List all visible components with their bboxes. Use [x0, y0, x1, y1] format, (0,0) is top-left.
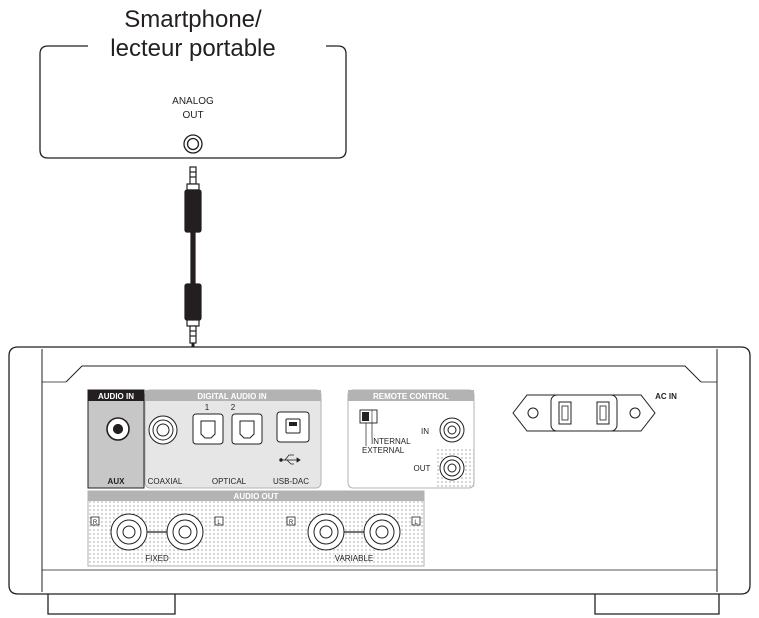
ac-in-label: AC IN: [655, 392, 677, 401]
analog-out-label-line1: ANALOG: [172, 96, 214, 107]
usb-icon: [279, 454, 301, 465]
fixed-l-marker: L: [217, 520, 221, 526]
optical-label: OPTICAL: [212, 477, 247, 486]
remote-in-jack[interactable]: [439, 417, 465, 443]
fixed-r-marker: R: [93, 520, 98, 526]
remote-out-jack[interactable]: [439, 455, 465, 481]
switch-external-label: EXTERNAL: [362, 446, 405, 455]
cable-upper: [190, 231, 196, 285]
optical-2-jack[interactable]: [231, 413, 263, 445]
variable-l-jack[interactable]: [363, 513, 401, 551]
ac-inlet[interactable]: [512, 394, 656, 432]
left-foot: [47, 594, 176, 615]
right-foot: [594, 594, 720, 615]
remote-control-group: REMOTE CONTROL INTERNAL EXTERNAL IN OUT: [347, 389, 475, 489]
remote-out-label: OUT: [414, 464, 431, 473]
coaxial-label: COAXIAL: [148, 477, 183, 486]
source-device-title-line1: Smartphone/: [124, 6, 262, 33]
audio-in-header: AUDIO IN: [98, 392, 134, 401]
source-device: Smartphone/ lecteur portable ANALOG OUT: [39, 6, 347, 159]
usb-dac-port[interactable]: [276, 411, 310, 443]
variable-r-marker: R: [289, 520, 294, 526]
audio-out-group: AUDIO OUT R L FIXED R: [87, 490, 425, 567]
panel-face: [65, 365, 702, 383]
audio-in-group: AUDIO IN AUX: [87, 389, 145, 489]
variable-r-jack[interactable]: [307, 513, 345, 551]
rear-panel: DIGITAL AUDIO IN COAXIAL 1 2 OPTICAL: [8, 346, 751, 615]
fixed-label: FIXED: [145, 554, 169, 563]
coaxial-jack[interactable]: [148, 415, 178, 445]
aux-plug-tip-icon: [113, 424, 123, 434]
upper-plug-icon: [184, 166, 202, 233]
variable-label: VARIABLE: [335, 554, 374, 563]
audio-out-header: AUDIO OUT: [234, 492, 279, 501]
digital-audio-in-group: DIGITAL AUDIO IN COAXIAL 1 2 OPTICAL: [144, 389, 322, 489]
optical-1-jack[interactable]: [192, 413, 224, 445]
fixed-r-jack[interactable]: [110, 513, 148, 551]
digital-audio-in-header: DIGITAL AUDIO IN: [197, 392, 266, 401]
lower-plug-icon: [184, 283, 202, 344]
aux-label: AUX: [108, 477, 126, 486]
internal-external-switch[interactable]: [359, 409, 378, 446]
source-device-outline: [39, 45, 347, 159]
optical-2-number: 2: [231, 403, 236, 412]
optical-1-number: 1: [205, 403, 210, 412]
remote-in-label: IN: [421, 427, 429, 436]
source-device-title-line2: lecteur portable: [110, 35, 275, 62]
analog-out-label-line2: OUT: [182, 110, 203, 121]
fixed-l-jack[interactable]: [166, 513, 204, 551]
variable-l-marker: L: [414, 520, 418, 526]
remote-control-header: REMOTE CONTROL: [373, 392, 449, 401]
analog-out-jack-icon: [183, 134, 203, 154]
switch-internal-label: INTERNAL: [371, 437, 411, 446]
usb-dac-label: USB-DAC: [273, 477, 309, 486]
